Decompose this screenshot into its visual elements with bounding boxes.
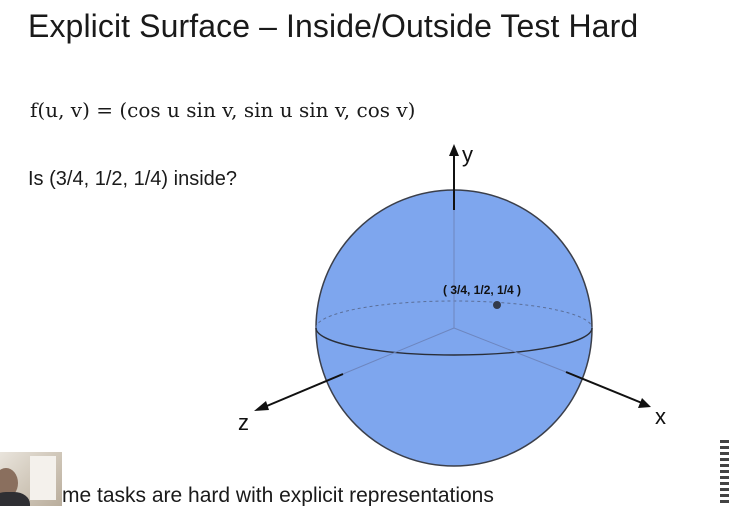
z-axis-label: z [238,410,249,435]
y-axis-arrow [449,144,459,156]
z-axis-arrow [254,401,269,411]
z-axis-inner [342,327,455,375]
presenter-body [0,492,30,506]
equator-front [315,327,593,356]
formula-text: f(u, v) = (cos u sin v, sin u sin v, cos… [30,98,416,122]
presenter-head [0,468,18,498]
query-point [493,301,501,309]
presenter-webcam [0,452,62,506]
question-text: Is (3/4, 1/2, 1/4) inside? [28,168,238,190]
parametric-formula: f(u, v) = (cos u sin v, sin u sin v, cos… [30,98,415,122]
x-axis [565,371,643,404]
x-axis-arrow [638,398,651,408]
query-point-label: ( 3/4, 1/2, 1/4 ) [443,283,521,297]
x-axis-label: x [655,404,666,429]
z-axis [261,373,344,409]
bottom-caption: me tasks are hard with explicit represen… [62,484,494,506]
y-axis-label: y [462,142,473,167]
x-axis-inner [453,327,567,373]
qr-code-fragment [720,440,729,506]
slide-title: Explicit Surface – Inside/Outside Test H… [28,8,639,44]
webcam-background [30,456,56,500]
